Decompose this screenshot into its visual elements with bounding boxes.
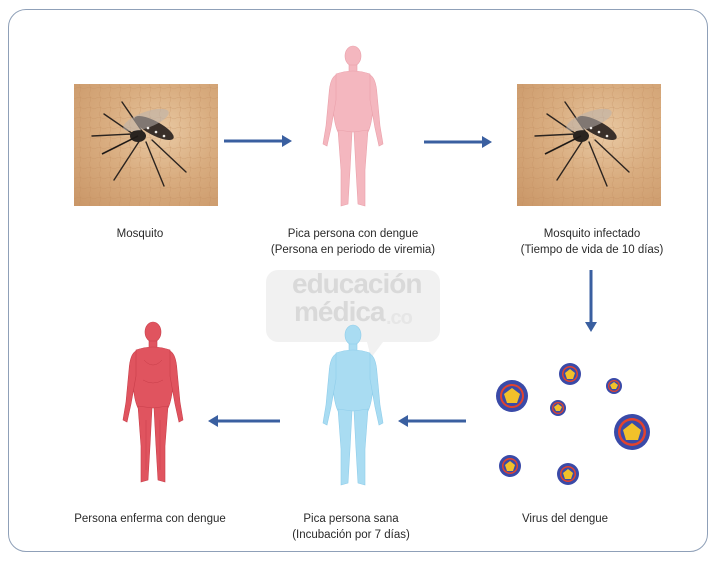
virus-particle-icon [496, 380, 528, 412]
virus-particle-icon [606, 378, 622, 394]
label-bite-sick-line1: Pica persona con dengue [271, 226, 435, 242]
arrow-icon [206, 412, 282, 430]
label-virus: Virus del dengue [522, 511, 608, 527]
arrow-icon [396, 412, 468, 430]
virus-particle-icon [614, 414, 650, 450]
watermark-line1: educación [292, 270, 421, 298]
label-infected-mosquito-line2: (Tiempo de vida de 10 días) [521, 242, 664, 258]
label-infected-mosquito-line1: Mosquito infectado [521, 226, 664, 242]
mosquito-icon [74, 84, 218, 206]
arrow-icon [422, 133, 494, 151]
label-sick-person: Persona enferma con dengue [74, 511, 226, 527]
label-mosquito: Mosquito [117, 226, 164, 242]
infected-mosquito-photo [517, 84, 661, 206]
arrow-icon [582, 268, 600, 334]
label-infected-mosquito: Mosquito infectado (Tiempo de vida de 10… [521, 226, 664, 258]
label-bite-healthy: Pica persona sana (Incubación por 7 días… [292, 511, 410, 543]
virus-particle-icon [557, 463, 579, 485]
label-bite-sick-line2: (Persona en periodo de viremia) [271, 242, 435, 258]
human-silhouette-icon [318, 44, 388, 212]
label-bite-healthy-line1: Pica persona sana [292, 511, 410, 527]
virus-particle-icon [499, 455, 521, 477]
virus-particle-icon [559, 363, 581, 385]
mosquito-photo [74, 84, 218, 206]
label-bite-sick: Pica persona con dengue (Persona en peri… [271, 226, 435, 258]
mosquito-icon [517, 84, 661, 206]
label-bite-healthy-line2: (Incubación por 7 días) [292, 527, 410, 543]
human-silhouette-icon [118, 320, 188, 488]
virus-particle-icon [550, 400, 566, 416]
arrow-icon [222, 132, 294, 150]
virus-cluster [484, 350, 664, 500]
watermark-line2: médica [294, 298, 385, 326]
watermark-suffix: .co [386, 304, 412, 332]
human-silhouette-icon [318, 323, 388, 491]
